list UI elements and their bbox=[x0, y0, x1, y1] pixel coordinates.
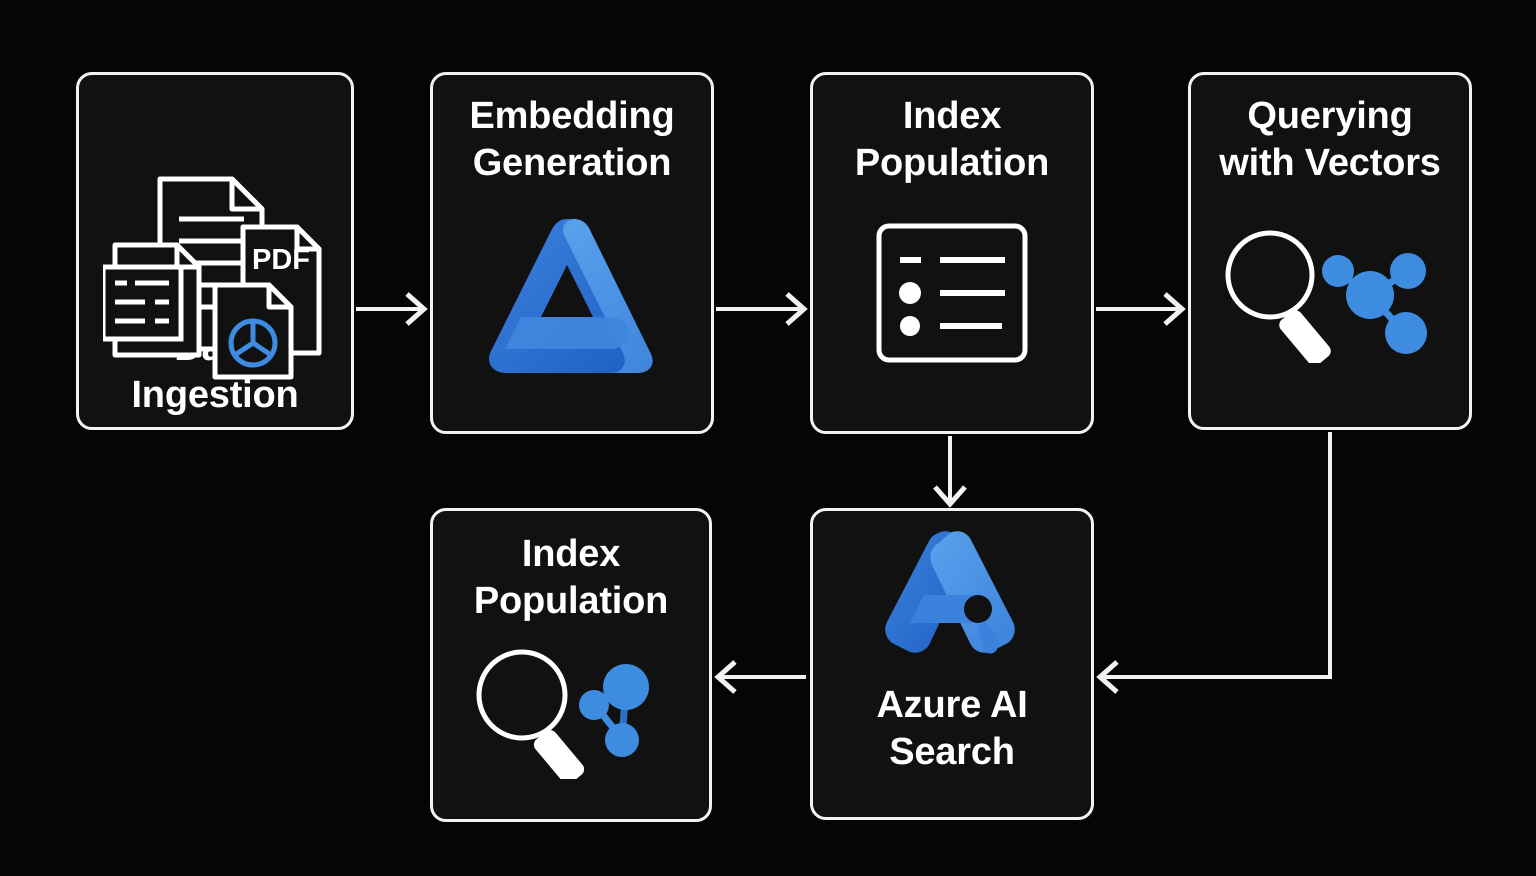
magnifier-vector-graph-icon bbox=[470, 647, 672, 784]
azure-ai-search-logo-icon bbox=[874, 527, 1030, 672]
node-label-index-population-2: Index Population bbox=[473, 533, 669, 622]
node-azure-ai-search[interactable]: Azure AI Search bbox=[810, 508, 1094, 820]
index-list-icon bbox=[876, 223, 1028, 368]
magnifier-icon bbox=[476, 649, 585, 784]
pdf-label: PDF bbox=[252, 244, 310, 276]
magnifier-vector-graph-icon bbox=[1222, 227, 1438, 368]
blue-circle-glyph-icon bbox=[228, 318, 278, 368]
connector-azure-search-to-index-population-2 bbox=[714, 660, 806, 694]
magnifier-icon bbox=[1225, 230, 1331, 366]
node-label-index-population: Index Population bbox=[854, 95, 1050, 184]
vector-graph-icon bbox=[1322, 253, 1427, 354]
node-embedding-generation[interactable]: Embedding Generation bbox=[430, 72, 714, 434]
connector-index-population-to-querying bbox=[1096, 292, 1186, 326]
node-label-querying-with-vectors: Querying with Vectors bbox=[1219, 95, 1441, 184]
connector-data-ingestion-to-embedding bbox=[356, 292, 428, 326]
vector-graph-icon bbox=[579, 664, 649, 757]
node-data-ingestion[interactable]: PDF bbox=[76, 72, 354, 430]
node-index-population[interactable]: Index Population bbox=[810, 72, 1094, 434]
node-label-embedding-generation: Embedding Generation bbox=[469, 95, 675, 184]
node-label-azure-ai-search: Azure AI Search bbox=[876, 684, 1028, 773]
azure-ai-triangle-logo-icon bbox=[479, 213, 665, 382]
node-querying-with-vectors[interactable]: Querying with Vectors bbox=[1188, 72, 1472, 430]
connector-index-population-to-azure-search bbox=[933, 436, 967, 508]
connector-querying-to-azure-search bbox=[1096, 432, 1332, 694]
node-index-population-2[interactable]: Index Population bbox=[430, 508, 712, 822]
documents-stack-icon: PDF bbox=[100, 171, 327, 388]
connector-embedding-to-index-population bbox=[716, 292, 808, 326]
